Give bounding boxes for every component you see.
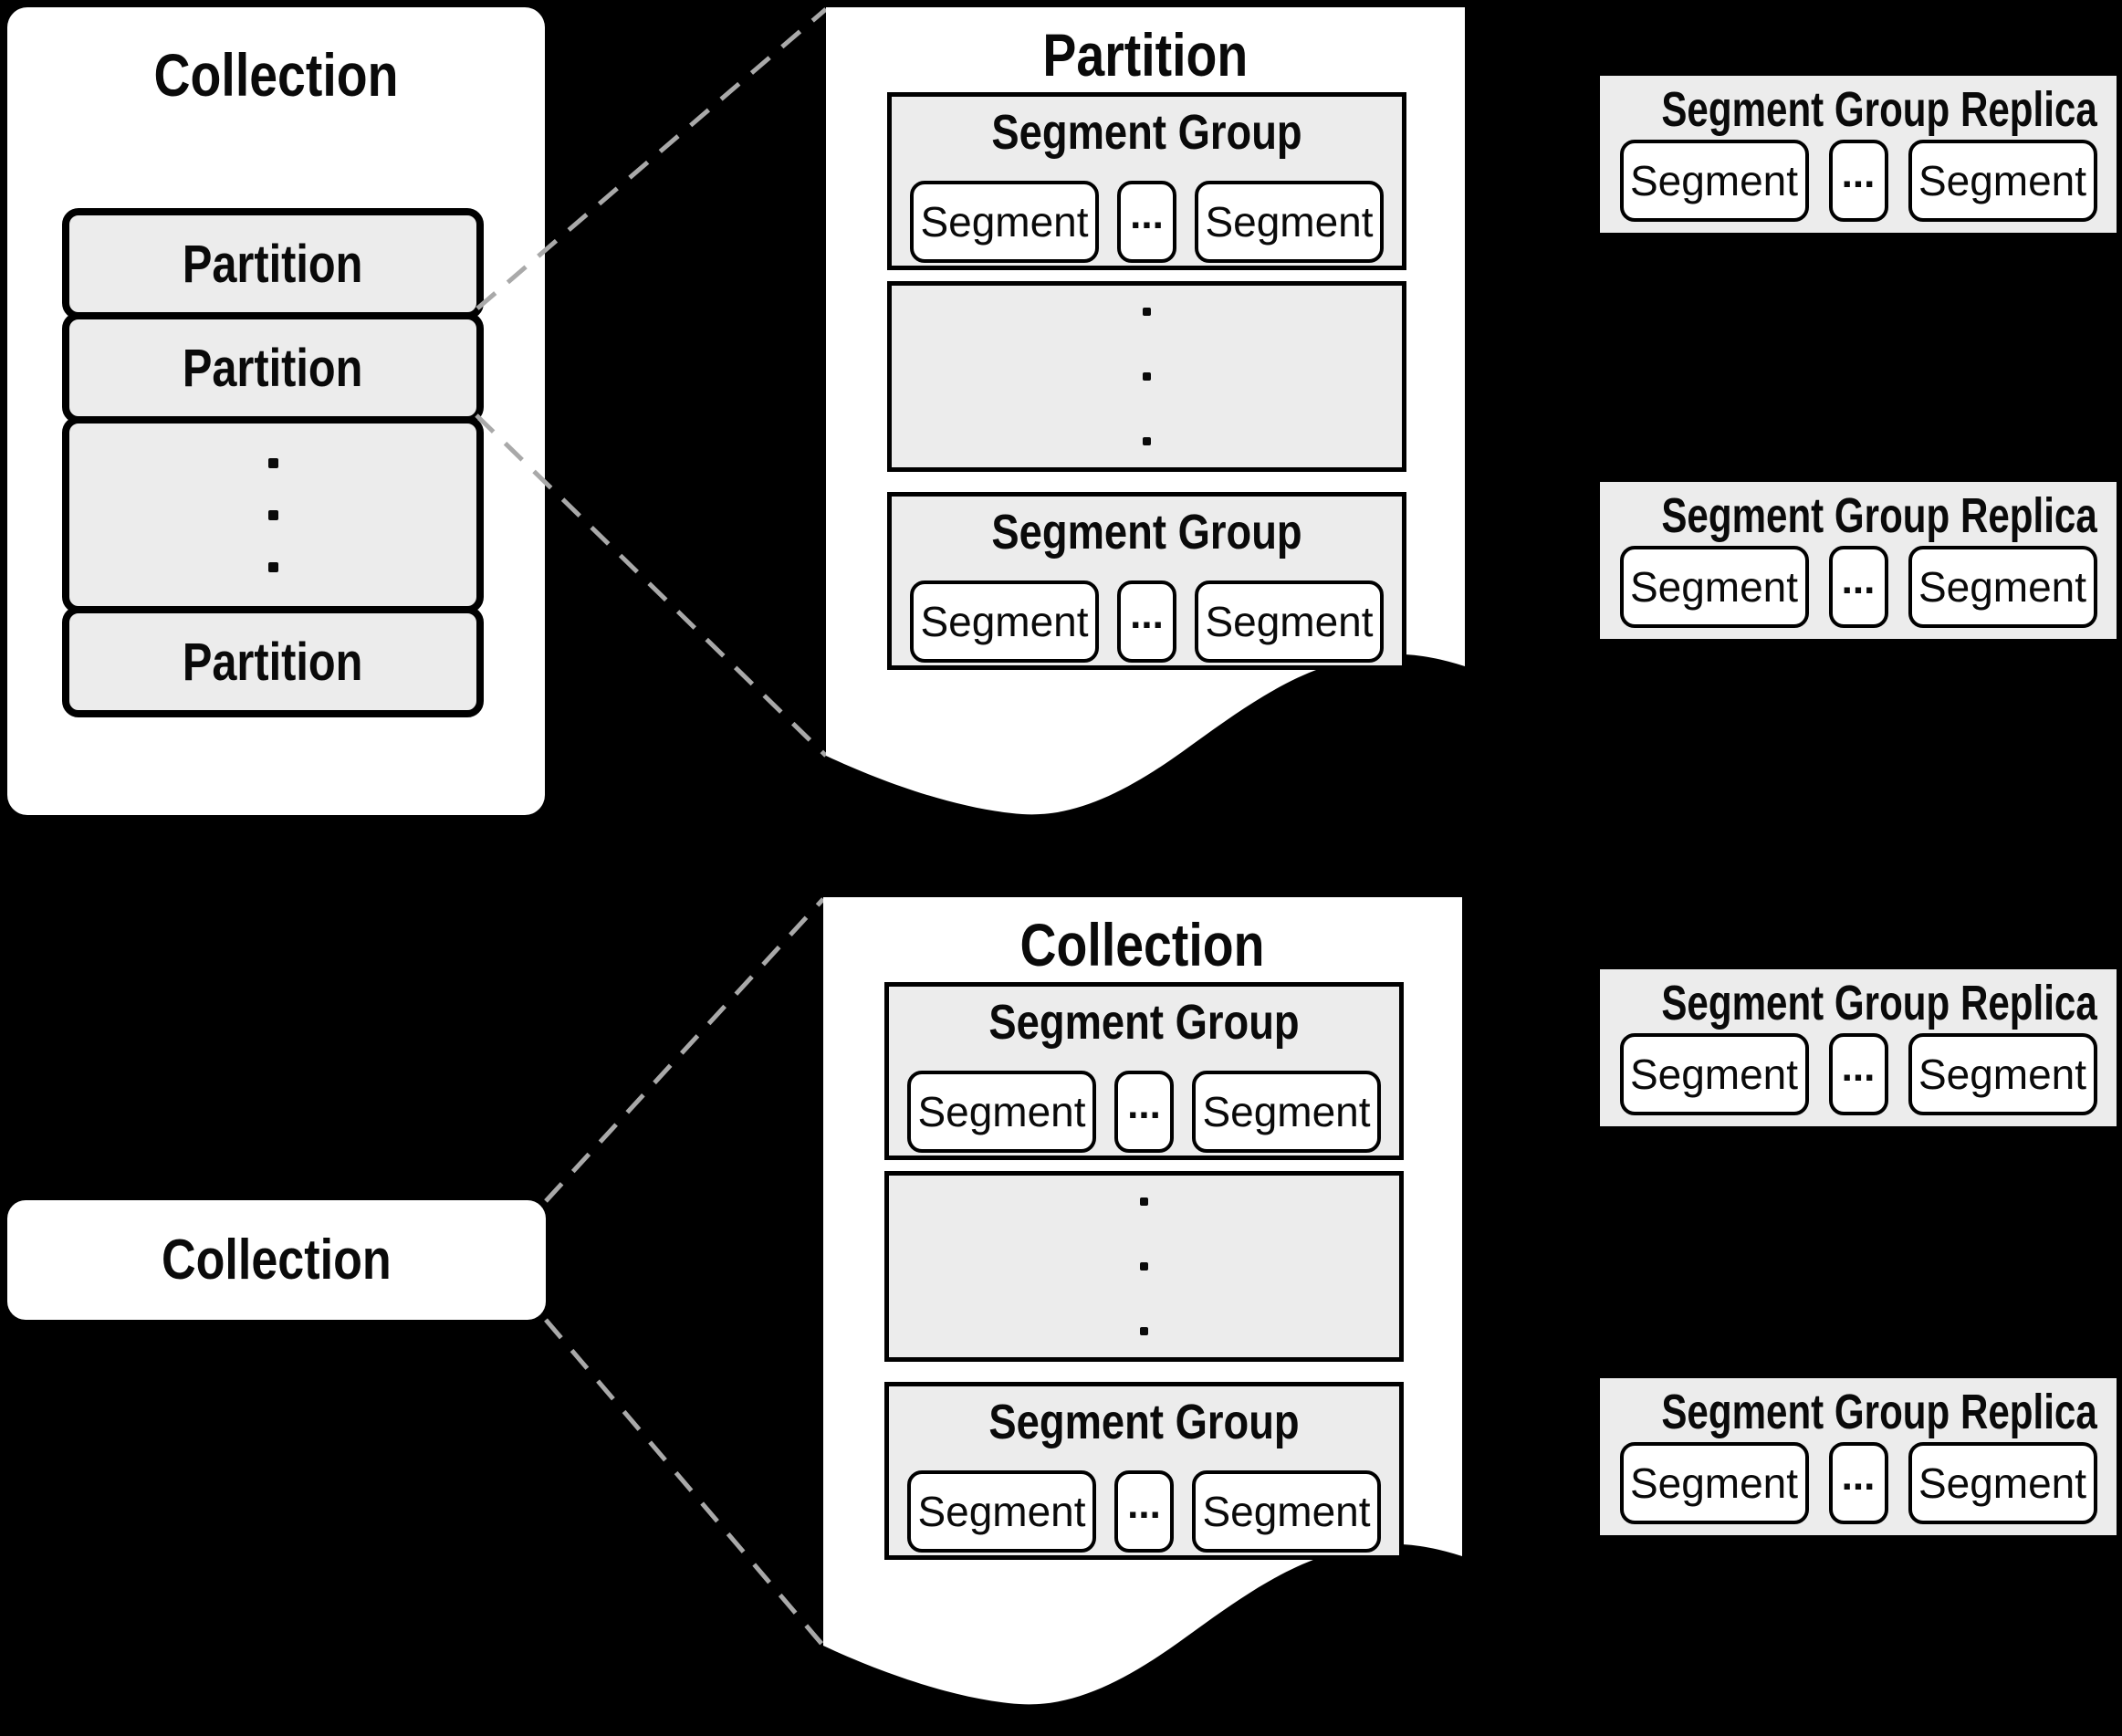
vertical-ellipsis-icon	[1140, 1197, 1148, 1335]
collection-page-title: Collection	[823, 910, 1462, 979]
partition-stack: Partition Partition Partition	[62, 208, 484, 717]
ellipsis-box: ...	[1117, 181, 1176, 263]
segment-group-title: Segment Group	[892, 104, 1402, 161]
segment-group-title-text: Segment Group	[991, 505, 1302, 559]
ellipsis-box: ...	[1114, 1071, 1174, 1153]
partition-box: Partition	[62, 312, 484, 424]
replica-title-text: Segment Group Replica	[1661, 1385, 2097, 1439]
dashed-connector-line	[544, 1318, 825, 1647]
collection-box: Collection	[7, 1200, 546, 1320]
segment-row: Segment ... Segment	[1600, 140, 2117, 222]
segment-group-title: Segment Group	[889, 994, 1399, 1051]
more-segment-groups-box	[884, 1171, 1404, 1362]
ellipsis-box: ...	[1114, 1470, 1174, 1553]
segment-group-box: Segment Group Segment ... Segment	[884, 1382, 1404, 1560]
segment-box: Segment	[1619, 1033, 1809, 1115]
dashed-connector-line	[544, 897, 825, 1203]
segment-group-title: Segment Group	[889, 1394, 1399, 1450]
ellipsis-box: ...	[1828, 140, 1888, 222]
segment-box: Segment	[1908, 1442, 2097, 1524]
segment-row: Segment ... Segment	[1600, 546, 2117, 628]
collection-page-title-text: Collection	[1020, 911, 1265, 978]
replica-title-text: Segment Group Replica	[1661, 488, 2097, 543]
ellipsis-box: ...	[1828, 546, 1888, 628]
segment-row: Segment ... Segment	[892, 181, 1402, 263]
segment-box: Segment	[1192, 1470, 1381, 1553]
segment-box: Segment	[1619, 140, 1809, 222]
segment-box: Segment	[907, 1071, 1096, 1153]
segment-row: Segment ... Segment	[1600, 1033, 2117, 1115]
segment-row: Segment ... Segment	[1600, 1442, 2117, 1524]
segment-box: Segment	[1619, 546, 1809, 628]
segment-group-replica-box: Segment Group Replica Segment ... Segmen…	[1600, 1378, 2117, 1535]
segment-group-replica-box: Segment Group Replica Segment ... Segmen…	[1600, 76, 2117, 233]
ellipsis-box: ...	[1828, 1033, 1888, 1115]
collection-detail-page: Collection Segment Group Segment ... Seg…	[823, 897, 1462, 1710]
replica-title: Segment Group Replica	[1600, 81, 2117, 138]
segment-group-title-text: Segment Group	[988, 995, 1300, 1050]
segment-group-box: Segment Group Segment ... Segment	[887, 92, 1406, 270]
segment-row: Segment ... Segment	[892, 580, 1402, 663]
partition-box: Partition	[62, 208, 484, 319]
segment-row: Segment ... Segment	[889, 1071, 1399, 1153]
segment-group-title-text: Segment Group	[991, 105, 1302, 160]
vertical-ellipsis-icon	[1143, 308, 1151, 445]
segment-row: Segment ... Segment	[889, 1470, 1399, 1553]
segment-box: Segment	[1195, 181, 1384, 263]
partition-box: Partition	[62, 606, 484, 717]
ellipsis-box: ...	[1828, 1442, 1888, 1524]
collection-panel-title: Collection	[7, 40, 545, 110]
partition-page-title-text: Partition	[1042, 21, 1249, 89]
segment-group-title-text: Segment Group	[988, 1395, 1300, 1449]
segment-box: Segment	[910, 580, 1099, 663]
segment-box: Segment	[1195, 580, 1384, 663]
partition-detail-page: Partition Segment Group Segment ... Segm…	[826, 7, 1465, 820]
more-partitions-box	[62, 416, 484, 613]
partition-label: Partition	[183, 234, 363, 294]
segment-box: Segment	[910, 181, 1099, 263]
segment-box: Segment	[1908, 546, 2097, 628]
segment-box: Segment	[1908, 1033, 2097, 1115]
collection-panel: Collection Partition Partition Partition	[7, 7, 545, 815]
replica-title-text: Segment Group Replica	[1661, 976, 2097, 1030]
partition-page-title: Partition	[826, 20, 1465, 89]
replica-title: Segment Group Replica	[1600, 1384, 2117, 1440]
ellipsis-box: ...	[1117, 580, 1176, 663]
segment-box: Segment	[1908, 140, 2097, 222]
segment-group-replica-box: Segment Group Replica Segment ... Segmen…	[1600, 482, 2117, 639]
replica-title: Segment Group Replica	[1600, 975, 2117, 1031]
segment-group-box: Segment Group Segment ... Segment	[887, 492, 1406, 670]
segment-group-replica-box: Segment Group Replica Segment ... Segmen…	[1600, 969, 2117, 1126]
collection-panel-title-text: Collection	[153, 41, 399, 109]
partition-label: Partition	[183, 338, 363, 398]
segment-box: Segment	[1192, 1071, 1381, 1153]
replica-title-text: Segment Group Replica	[1661, 82, 2097, 137]
vertical-ellipsis-icon	[267, 457, 278, 572]
segment-group-title: Segment Group	[892, 504, 1402, 560]
partition-label: Partition	[183, 632, 363, 692]
segment-box: Segment	[907, 1470, 1096, 1553]
segment-box: Segment	[1619, 1442, 1809, 1524]
segment-group-box: Segment Group Segment ... Segment	[884, 982, 1404, 1160]
replica-title: Segment Group Replica	[1600, 487, 2117, 544]
collection-box-label: Collection	[162, 1229, 392, 1292]
more-segment-groups-box	[887, 281, 1406, 472]
